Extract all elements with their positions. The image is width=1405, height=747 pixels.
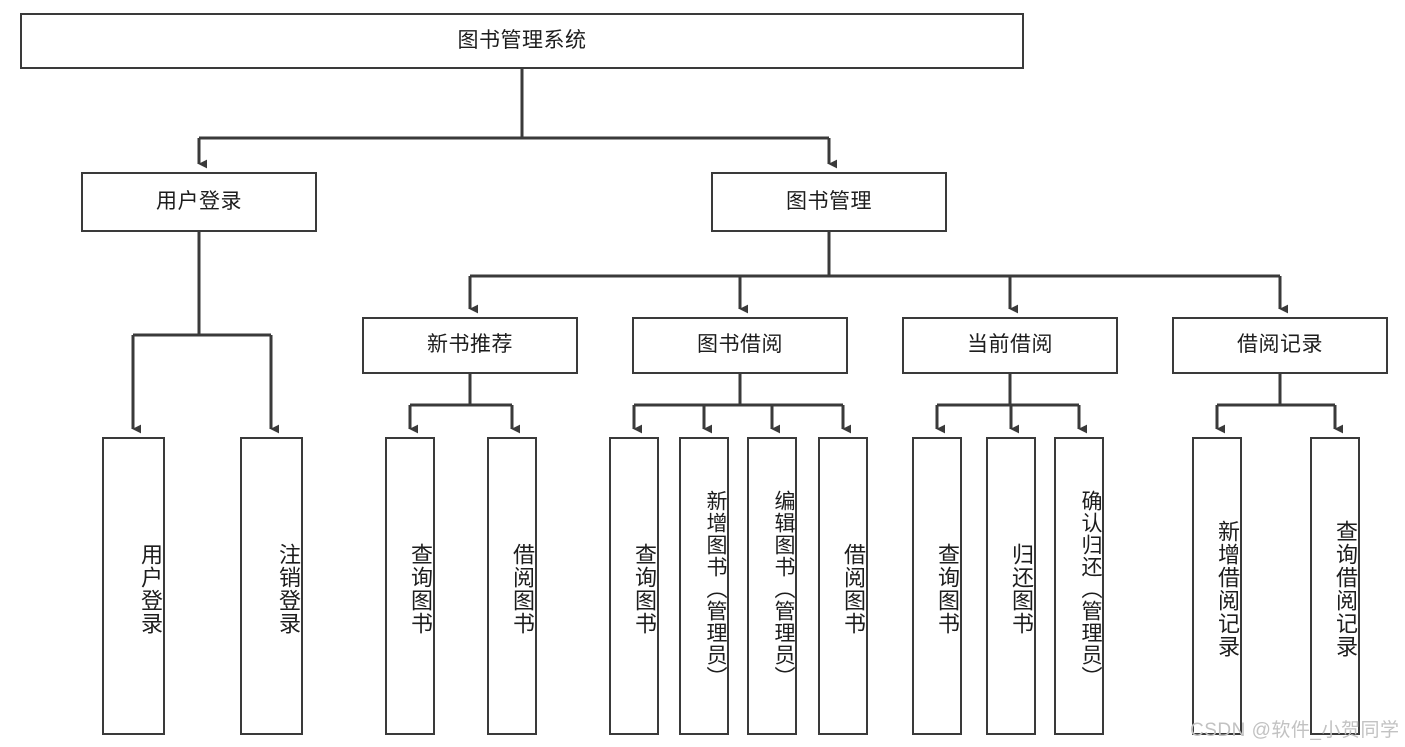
node-new-book-recommend[interactable]: 新书推荐 — [362, 317, 578, 374]
leaf-query-borrow-record[interactable]: 查询借阅记录 — [1310, 437, 1360, 735]
node-book-manage-group[interactable]: 图书管理 — [711, 172, 947, 232]
node-root[interactable]: 图书管理系统 — [20, 13, 1024, 69]
leaf-edit-book-admin[interactable]: 编辑图书（管理员） — [747, 437, 797, 735]
leaf-borrow-book[interactable]: 借阅图书 — [818, 437, 868, 735]
node-book-borrow[interactable]: 图书借阅 — [632, 317, 848, 374]
node-current-borrow[interactable]: 当前借阅 — [902, 317, 1118, 374]
leaf-query-book-recommend[interactable]: 查询图书 — [385, 437, 435, 735]
node-user-login-group[interactable]: 用户登录 — [81, 172, 317, 232]
node-borrow-record[interactable]: 借阅记录 — [1172, 317, 1388, 374]
leaf-query-book-current[interactable]: 查询图书 — [912, 437, 962, 735]
leaf-add-book-admin[interactable]: 新增图书（管理员） — [679, 437, 729, 735]
leaf-add-borrow-record[interactable]: 新增借阅记录 — [1192, 437, 1242, 735]
leaf-query-book-borrow[interactable]: 查询图书 — [609, 437, 659, 735]
csdn-watermark: CSDN @软件_小贺同学 — [1190, 720, 1400, 741]
leaf-return-book[interactable]: 归还图书 — [986, 437, 1036, 735]
leaf-user-logout[interactable]: 注销登录 — [240, 437, 303, 735]
leaf-borrow-book-recommend[interactable]: 借阅图书 — [487, 437, 537, 735]
leaf-user-login[interactable]: 用户登录 — [102, 437, 165, 735]
leaf-confirm-return-admin[interactable]: 确认归还（管理员） — [1054, 437, 1104, 735]
